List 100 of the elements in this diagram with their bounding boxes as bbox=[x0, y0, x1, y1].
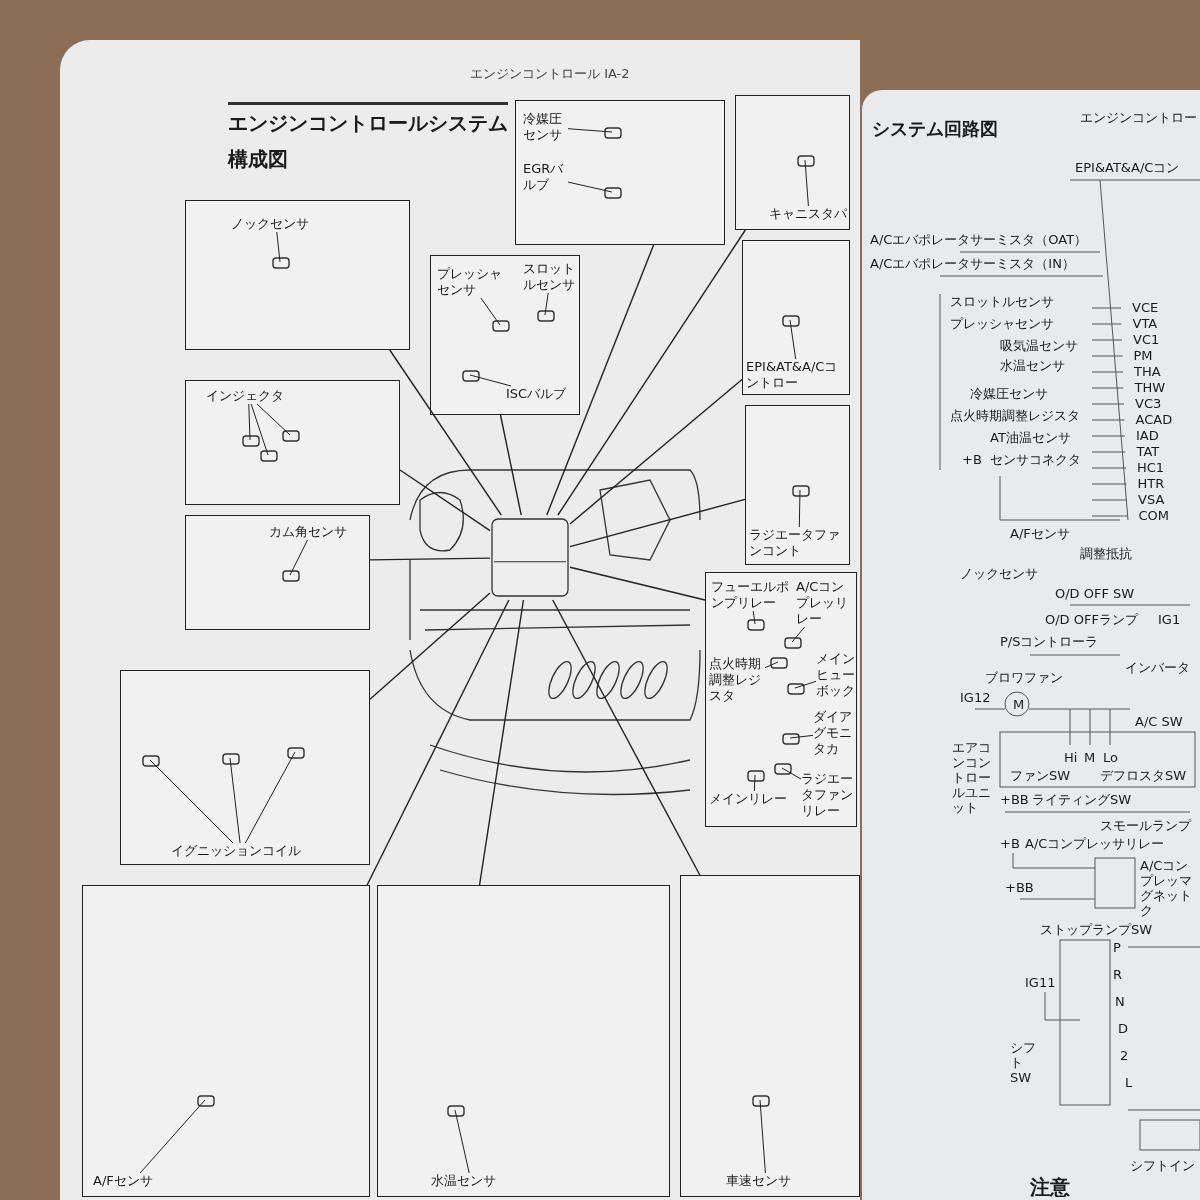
terminal-label: VC1 bbox=[1133, 332, 1160, 347]
callout-line bbox=[389, 349, 502, 516]
part-label: ダイアグモニタカ bbox=[813, 709, 855, 757]
terminal-label: ACAD bbox=[1135, 412, 1173, 427]
circuit-label: A/Cコンプレッマグネットク bbox=[1140, 858, 1192, 918]
illustration-panel bbox=[430, 255, 580, 415]
callout-line bbox=[478, 599, 525, 886]
part-label: ISCバルブ bbox=[506, 386, 576, 402]
leader-line bbox=[791, 626, 806, 643]
illustration-panel bbox=[515, 100, 725, 245]
circuit-label: +BB bbox=[1000, 792, 1029, 807]
circuit-label: D bbox=[1118, 1021, 1128, 1036]
page-header: エンジンコントロー bbox=[1080, 110, 1197, 125]
circuit-label: A/Cエバポレータサーミスタ（OAT） bbox=[870, 232, 1088, 247]
part-label: EPI&AT&A/Cコントロー bbox=[746, 359, 850, 391]
leader-line bbox=[567, 181, 613, 193]
part-label: キャニスタパ bbox=[769, 206, 849, 222]
circuit-label: AT油温センサ bbox=[990, 430, 1071, 445]
terminal-label: VSA bbox=[1138, 492, 1165, 507]
leader-line bbox=[289, 539, 308, 576]
illustration-panel bbox=[82, 885, 370, 1197]
note-heading: 注意 bbox=[1030, 1176, 1070, 1199]
circuit-label: シフトSW bbox=[1010, 1040, 1037, 1085]
terminal-label: VCE bbox=[1132, 300, 1159, 315]
circuit-label: O/D OFFランプ bbox=[1045, 612, 1138, 627]
callout-line bbox=[569, 566, 706, 601]
circuit-label: 水温センサ bbox=[1000, 358, 1065, 373]
part-label: スロットルセンサ bbox=[523, 261, 578, 293]
callout-line bbox=[499, 414, 522, 516]
illustration-panel bbox=[735, 95, 850, 230]
circuit-label: 点火時期調整レジスタ bbox=[950, 408, 1080, 423]
leader-line bbox=[544, 292, 549, 316]
callout-line bbox=[369, 592, 491, 700]
part-label: EGRバルブ bbox=[523, 161, 568, 193]
circuit-label: L bbox=[1125, 1075, 1133, 1090]
leader-line bbox=[789, 734, 814, 739]
part-label: 冷媒圧センサ bbox=[523, 111, 568, 143]
leader-line bbox=[149, 759, 234, 844]
circuit-label: インバータ bbox=[1125, 660, 1190, 675]
illustration-panel bbox=[185, 515, 370, 630]
engine-drawing bbox=[490, 515, 570, 600]
leader-line bbox=[789, 319, 797, 360]
circuit-label: M bbox=[1084, 750, 1096, 765]
callout-line bbox=[399, 469, 491, 532]
part-label: ラジエータファンコント bbox=[749, 527, 849, 559]
terminal-label: THW bbox=[1134, 380, 1166, 395]
illustration-panel bbox=[705, 572, 857, 827]
circuit-label: +B bbox=[1000, 836, 1020, 851]
circuit-label: デフロスタSW bbox=[1100, 768, 1187, 783]
circuit-label: M bbox=[1013, 697, 1025, 712]
leader-line bbox=[759, 1099, 766, 1174]
part-label: A/Fセンサ bbox=[93, 1173, 173, 1189]
illustration-panel bbox=[185, 200, 410, 350]
callout-line bbox=[369, 557, 491, 561]
circuit-label: 吸気温センサ bbox=[1000, 338, 1078, 353]
terminal-label: PM bbox=[1133, 348, 1153, 363]
part-label: ラジエータファンリレー bbox=[801, 771, 856, 819]
circuit-label: Lo bbox=[1103, 750, 1118, 765]
leader-line bbox=[469, 374, 512, 387]
callout-line bbox=[552, 599, 701, 876]
callout-line bbox=[569, 378, 743, 525]
circuit-label: P/Sコントローラ bbox=[1000, 634, 1099, 649]
circuit-label: プレッシャセンサ bbox=[950, 316, 1054, 331]
leader-line bbox=[794, 680, 817, 689]
circuit-label: ストップランプSW bbox=[1040, 922, 1153, 937]
part-label: カム角センサ bbox=[269, 524, 354, 540]
leader-line bbox=[567, 128, 613, 133]
part-label: イグニッションコイル bbox=[171, 843, 311, 859]
circuit-label: A/Fセンサ bbox=[1010, 526, 1070, 541]
circuit-label: ノックセンサ bbox=[960, 566, 1038, 581]
circuit-label: R bbox=[1113, 967, 1123, 982]
leader-line bbox=[276, 231, 281, 263]
section-heading: システム回路図 bbox=[872, 118, 998, 139]
illustration-panel bbox=[185, 380, 400, 505]
terminal-label: HC1 bbox=[1137, 460, 1165, 475]
terminal-label: IAD bbox=[1136, 428, 1159, 443]
part-label: インジェクタ bbox=[206, 388, 291, 404]
circuit-label: ファンSW bbox=[1010, 768, 1071, 783]
circuit-label: シフトイン bbox=[1130, 1158, 1195, 1173]
leader-line bbox=[139, 1099, 206, 1174]
circuit-label: スロットルセンサ bbox=[950, 294, 1054, 309]
illustration-panel bbox=[742, 240, 850, 395]
circuit-label: P bbox=[1113, 940, 1121, 955]
circuit-label: +B bbox=[962, 452, 982, 467]
circuit-label: IG11 bbox=[1025, 975, 1056, 990]
terminal-label: VTA bbox=[1132, 316, 1158, 331]
part-label: フューエルポンプリレー bbox=[711, 579, 791, 611]
terminal-label: VC3 bbox=[1135, 396, 1162, 411]
circuit-label: 2 bbox=[1120, 1048, 1129, 1063]
leader-line bbox=[798, 489, 801, 528]
circuit-label: +BB bbox=[1005, 880, 1034, 895]
circuit-label: N bbox=[1115, 994, 1125, 1009]
circuit-label: Hi bbox=[1064, 750, 1078, 765]
terminal-label: THA bbox=[1134, 364, 1161, 379]
leader-line bbox=[764, 661, 779, 669]
circuit-label: A/Cコンプレッサリレー bbox=[1025, 836, 1165, 851]
illustration-panel bbox=[680, 875, 860, 1197]
terminal-label: COM bbox=[1138, 508, 1170, 523]
leader-line bbox=[804, 159, 809, 207]
leader-line bbox=[752, 610, 756, 625]
